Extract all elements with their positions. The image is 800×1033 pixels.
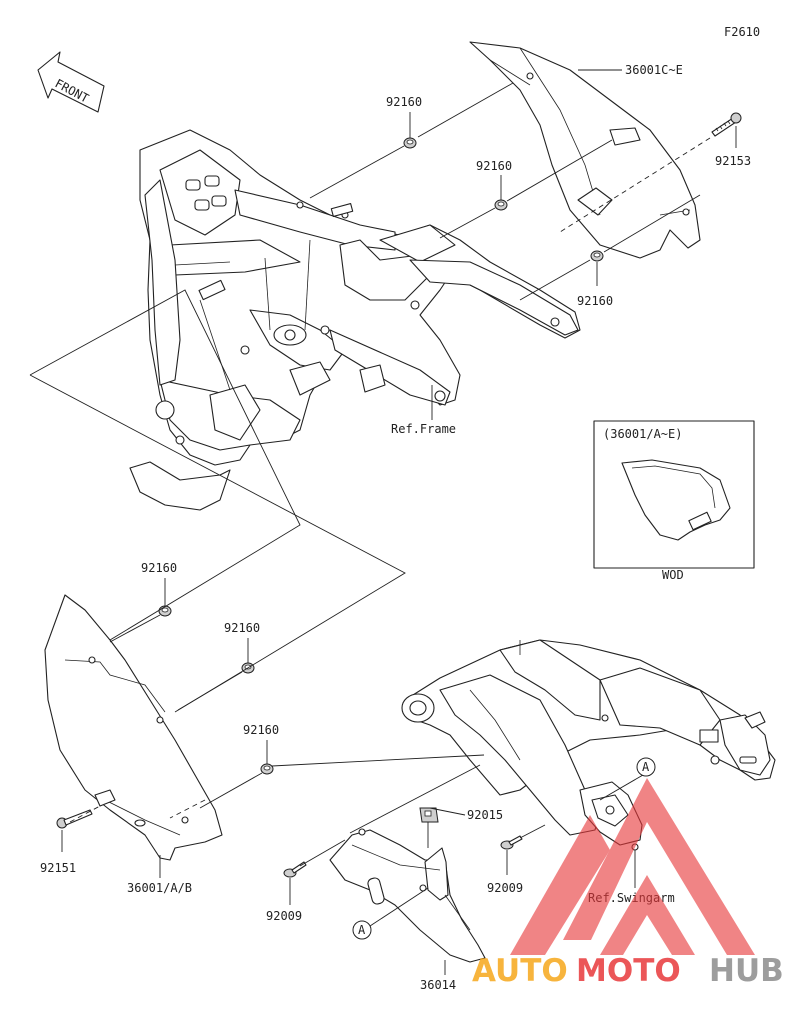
label-92160-4: 92160 bbox=[141, 561, 177, 575]
label-36001c-e: 36001C~E bbox=[625, 63, 683, 77]
watermark-auto: AUTO bbox=[472, 953, 568, 989]
ref-frame-label: Ref.Frame bbox=[391, 422, 456, 436]
inset-title: (36001/A~E) bbox=[603, 427, 682, 441]
fasteners bbox=[56, 112, 742, 878]
front-arrow-icon: FRONT bbox=[37, 51, 105, 113]
frame-drawing bbox=[129, 129, 581, 511]
label-92009-left: 92009 bbox=[266, 909, 302, 923]
label-92160-5: 92160 bbox=[224, 621, 260, 635]
label-36014: 36014 bbox=[420, 978, 456, 992]
side-cover-upper bbox=[469, 41, 701, 259]
figure-code: F2610 bbox=[724, 25, 760, 39]
grommet-icon bbox=[158, 137, 604, 775]
callout-a-upper: A bbox=[636, 757, 656, 777]
label-92160-1: 92160 bbox=[386, 95, 422, 109]
watermark-hub: HUB bbox=[709, 953, 784, 989]
watermark-moto: MOTO bbox=[576, 953, 681, 989]
label-92151: 92151 bbox=[40, 861, 76, 875]
label-92160-6: 92160 bbox=[243, 723, 279, 737]
label-92015: 92015 bbox=[467, 808, 503, 822]
leader-lines bbox=[29, 69, 737, 975]
chain-guard-36014 bbox=[329, 828, 486, 963]
inset-caption: WOD bbox=[662, 568, 684, 582]
clip-icon bbox=[419, 807, 439, 823]
swingarm-drawing bbox=[401, 639, 776, 851]
label-92009-right: 92009 bbox=[487, 881, 523, 895]
svg-text:A: A bbox=[642, 760, 650, 774]
label-36001-a-b: 36001/A/B bbox=[127, 881, 192, 895]
side-cover-lower bbox=[44, 594, 223, 861]
automotohub-watermark bbox=[510, 778, 755, 955]
automotohub-logo-text: AUTO MOTO HUB bbox=[472, 953, 784, 989]
label-92160-2: 92160 bbox=[476, 159, 512, 173]
bolt-icon bbox=[711, 112, 742, 137]
label-92160-3: 92160 bbox=[577, 294, 613, 308]
screw-icon bbox=[283, 835, 523, 878]
part-labels: 36001C~E 92160 92160 92153 92160 Ref.Fra… bbox=[40, 63, 751, 992]
callout-a-lower: A bbox=[352, 920, 372, 940]
inset-wod-panel: (36001/A~E) WOD bbox=[593, 420, 755, 582]
svg-text:A: A bbox=[358, 923, 366, 937]
label-92153: 92153 bbox=[715, 154, 751, 168]
